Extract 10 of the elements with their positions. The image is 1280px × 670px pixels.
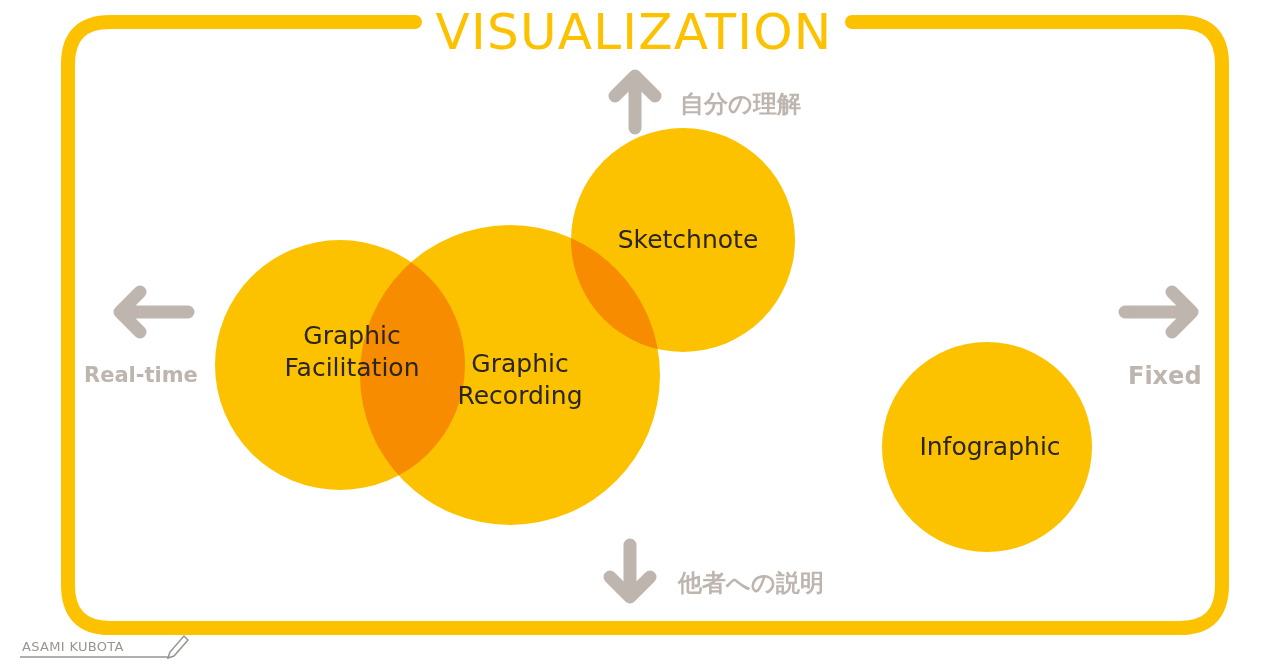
circle-label: Infographic xyxy=(918,431,1062,463)
circle-label: Graphic Recording xyxy=(456,348,584,412)
axis-label: 他者への説明 xyxy=(678,568,824,599)
diagram-title: VISUALIZATION xyxy=(434,2,834,62)
axis-label: Fixed xyxy=(1128,361,1202,392)
circle-label: Graphic Facilitation xyxy=(283,320,421,384)
axis-label: Real-time xyxy=(84,362,198,389)
signature-text: ASAMI KUBOTA xyxy=(22,638,124,656)
circle-label: Sketchnote xyxy=(616,224,760,256)
axis-label: 自分の理解 xyxy=(680,89,801,120)
